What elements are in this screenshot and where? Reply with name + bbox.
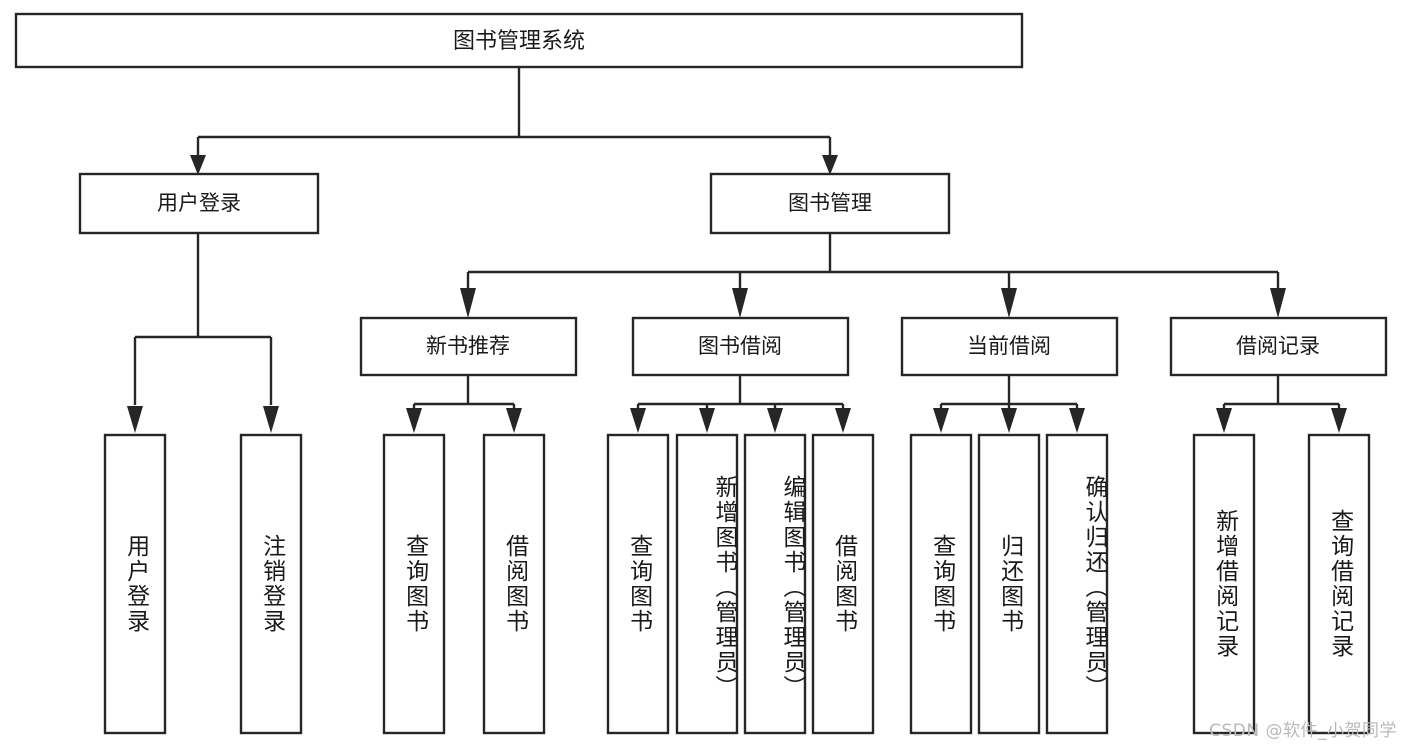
node-book-management-label: 图书管理: [788, 191, 872, 215]
node-root-book-management-system[interactable]: [14, 12, 1024, 69]
node-new-book-recommend[interactable]: [359, 316, 578, 377]
node-leaf-new-book-query[interactable]: [382, 433, 446, 735]
node-leaf-new-book-borrow[interactable]: [482, 433, 546, 735]
node-new-book-recommend-label: 新书推荐: [426, 334, 510, 358]
node-leaf-user-login-login[interactable]: [103, 433, 167, 735]
node-leaf-book-borrow-edit[interactable]: [743, 433, 807, 735]
arrow-head-borrow-record: [1270, 288, 1286, 318]
arrow-head-leaf-borrow-record-1: [1216, 408, 1232, 433]
arrow-head-leaf-book-borrow-3: [767, 408, 783, 433]
arrow-head-leaf-borrow-record-2: [1331, 408, 1347, 433]
connector-layer: [127, 67, 1347, 433]
node-book-borrow-label: 图书借阅: [698, 334, 782, 358]
node-leaf-book-borrow-borrow[interactable]: [811, 433, 875, 735]
arrow-head-leaf-user-login-2: [263, 406, 279, 433]
arrow-head-leaf-current-borrow-3: [1069, 408, 1085, 433]
node-borrow-record[interactable]: [1169, 316, 1388, 377]
arrow-head-leaf-new-book-2: [506, 408, 522, 433]
arrow-head-leaf-current-borrow-1: [933, 408, 949, 433]
arrow-head-leaf-book-borrow-4: [835, 408, 851, 433]
node-leaf-user-login-logout[interactable]: [239, 433, 303, 735]
arrow-head-leaf-new-book-1: [406, 408, 422, 433]
node-leaf-current-borrow-confirm[interactable]: [1045, 433, 1109, 735]
node-leaf-book-borrow-add[interactable]: [675, 433, 739, 735]
node-leaf-book-borrow-query[interactable]: [606, 433, 670, 735]
node-root-label: 图书管理系统: [453, 29, 585, 54]
csdn-watermark: CSDN @软件_小贺同学: [1209, 721, 1397, 741]
node-current-borrow[interactable]: [900, 316, 1119, 377]
arrow-head-new-book: [460, 288, 476, 318]
arrow-head-leaf-book-borrow-2: [699, 408, 715, 433]
node-borrow-record-label: 借阅记录: [1236, 334, 1320, 358]
node-user-login-label: 用户登录: [157, 191, 241, 215]
node-book-borrow[interactable]: [631, 316, 850, 377]
node-layer: 图书管理系统 用户登录 图书管理 新书推荐 图书借阅 当前借阅 借阅记录: [14, 12, 1388, 735]
arrow-head-leaf-current-borrow-2: [1001, 408, 1017, 433]
arrow-head-leaf-user-login-1: [127, 406, 143, 433]
node-user-login[interactable]: [78, 172, 320, 235]
node-leaf-borrow-record-query[interactable]: [1307, 433, 1371, 735]
arrow-head-leaf-book-borrow-1: [630, 408, 646, 433]
node-book-management[interactable]: [709, 172, 951, 235]
arrow-head-book-borrow: [732, 288, 748, 318]
node-current-borrow-label: 当前借阅: [967, 334, 1051, 358]
arrow-head-current-borrow: [1001, 288, 1017, 318]
arrow-head-book-manage: [822, 155, 838, 175]
node-leaf-current-borrow-return[interactable]: [977, 433, 1041, 735]
node-leaf-borrow-record-add[interactable]: [1192, 433, 1256, 735]
node-leaf-current-borrow-query[interactable]: [909, 433, 973, 735]
arrow-head-user-login: [190, 155, 206, 175]
